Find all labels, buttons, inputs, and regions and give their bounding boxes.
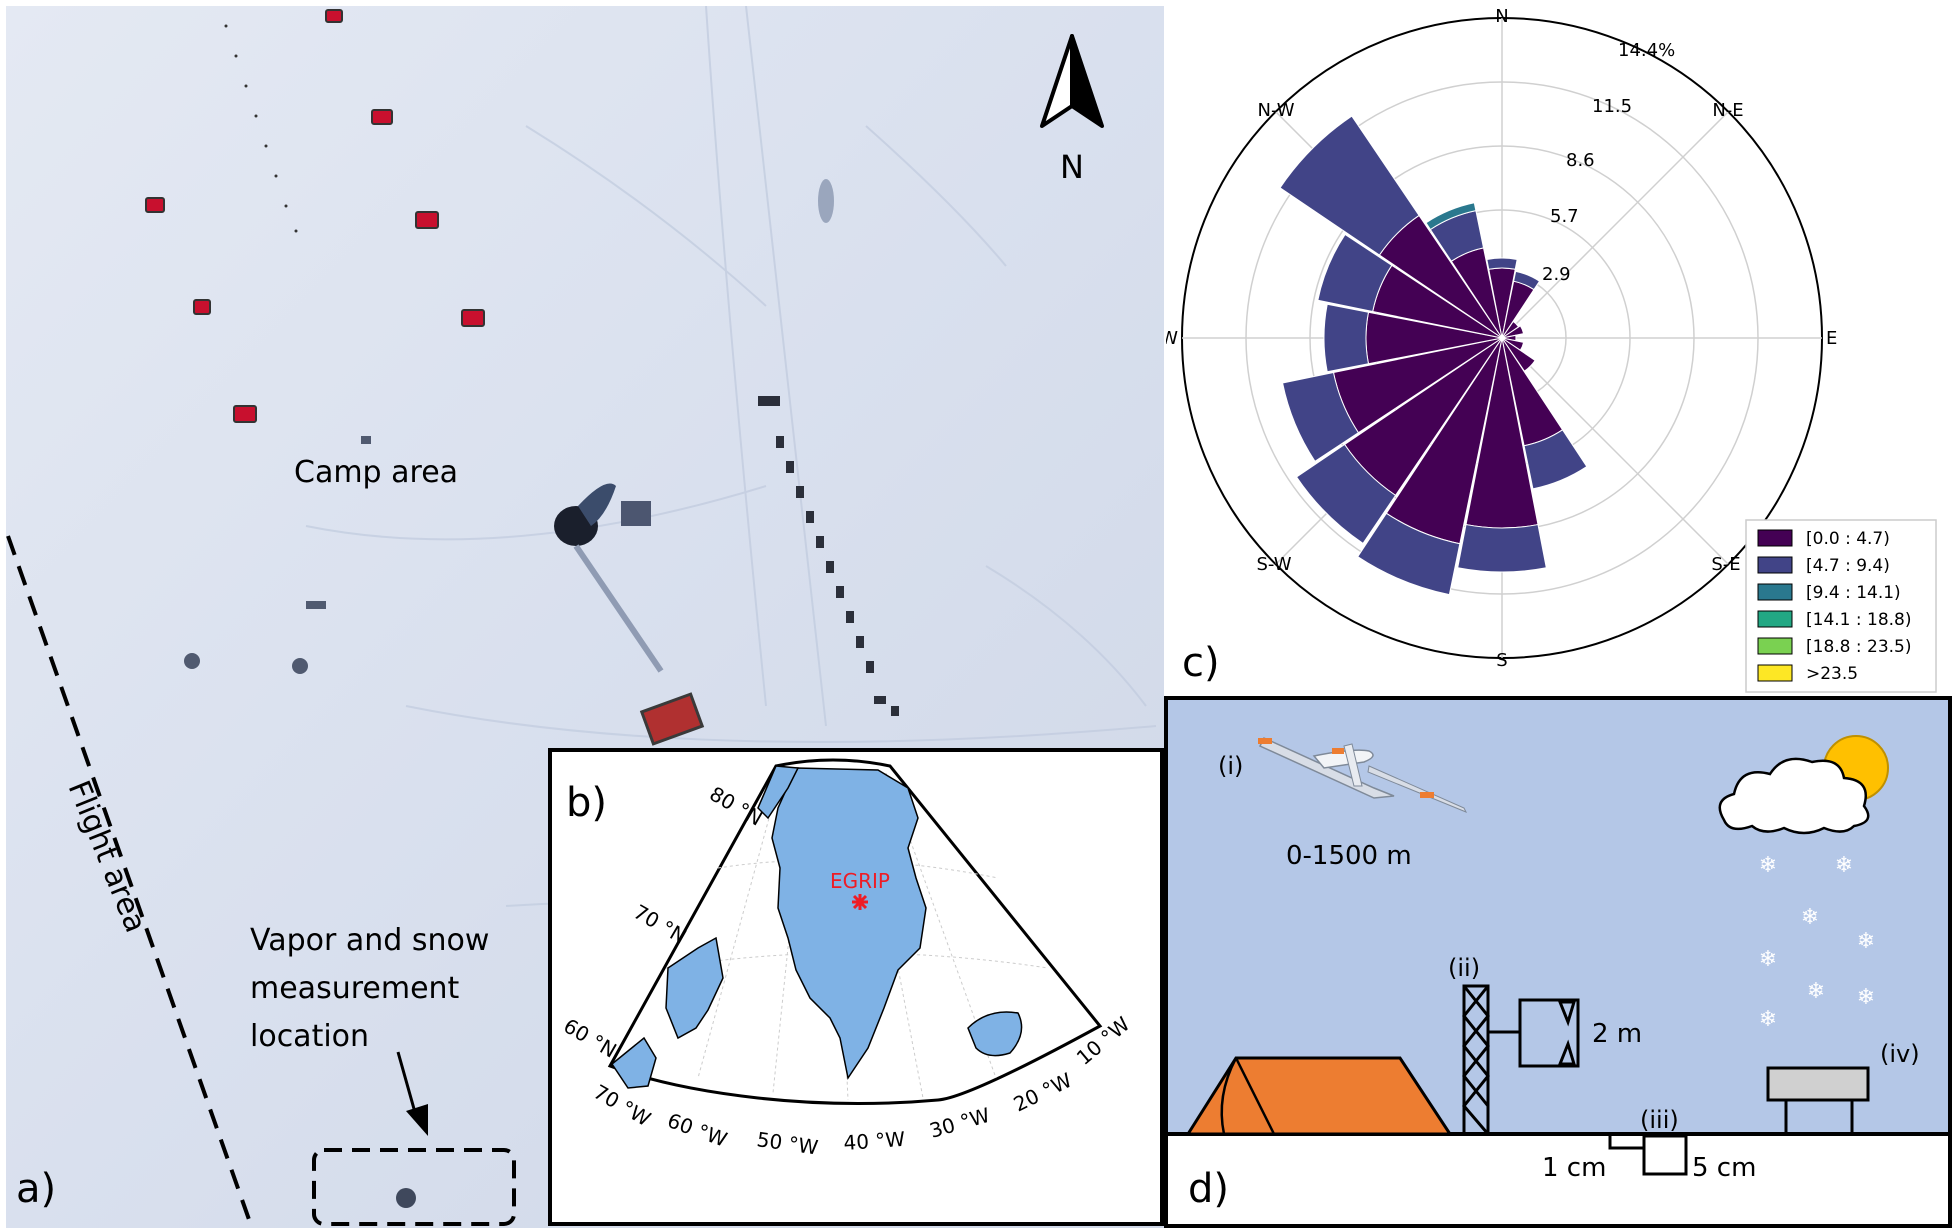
vapor-label-line2: measurement (250, 971, 460, 1006)
flag-line (224, 24, 298, 233)
greenland-land (610, 765, 1023, 1089)
uav-label: (i) (1218, 752, 1243, 780)
camp-area-label: Camp area (294, 455, 458, 490)
lon-40-label: 40 °W (843, 1127, 906, 1155)
legend-label: [14.1 : 18.8) (1806, 610, 1912, 630)
snowflake-icon: ❄ (1759, 947, 1777, 972)
wind-rose-sector (1425, 202, 1477, 231)
wind-rose-sector (1295, 443, 1397, 545)
radial-tick-5: 14.4% (1618, 40, 1675, 61)
egrip-star-icon (852, 894, 868, 910)
dir-label-n: N (1495, 6, 1508, 27)
radial-tick-2: 5.7 (1550, 206, 1579, 227)
snowflake-icon: ❄ (1857, 985, 1875, 1010)
depth-5cm-label: 5 cm (1692, 1153, 1756, 1183)
legend-label: [9.4 : 14.1) (1806, 583, 1901, 603)
red-tents (145, 9, 485, 423)
wind-speed-legend (1745, 519, 1937, 693)
schematic-panel: (i) 0-1500 m ❄ ❄ ❄ ❄ ❄ ❄ ❄ ❄ (ii) 2 m (i… (1164, 696, 1952, 1228)
snowflake-icon: ❄ (1807, 979, 1825, 1004)
cloud-icon (1718, 757, 1870, 835)
snow-sample-label: (iii) (1640, 1106, 1679, 1134)
wind-rose-sector (1357, 512, 1461, 596)
location-arrow-head (406, 1104, 428, 1136)
tent-icon (1185, 1056, 1453, 1136)
wind-rose-sector (1281, 371, 1360, 463)
uav-range-label: 0-1500 m (1286, 841, 1412, 871)
panel-b-label: b) (566, 780, 607, 826)
wind-rose-sector (1501, 325, 1525, 339)
wind-rose-sector (1513, 270, 1541, 291)
dir-label-w: W (1166, 328, 1178, 349)
map-panel: EGRIP 80 °N 70 °N 60 °N 70 °W 60 °W 50 °… (548, 748, 1164, 1226)
wind-rose-sector (1323, 303, 1370, 373)
radial-tick-1: 2.9 (1542, 264, 1571, 285)
legend-label: >23.5 (1806, 664, 1858, 684)
legend-swatch (1757, 610, 1793, 628)
snowflake-icon: ❄ (1759, 853, 1777, 878)
radial-tick-3: 8.6 (1566, 150, 1595, 171)
tower-label: (ii) (1448, 954, 1480, 982)
small-objects (184, 179, 834, 1208)
tower-icon (1462, 984, 1580, 1136)
flight-boundary-line (6, 535, 254, 1229)
radial-tick-4: 11.5 (1592, 96, 1632, 117)
legend-label: [4.7 : 9.4) (1806, 556, 1890, 576)
legend-swatch (1757, 529, 1793, 547)
vapor-label-line1: Vapor and snow (250, 923, 489, 958)
wind-rose-bars (1279, 115, 1588, 596)
egrip-label: EGRIP (830, 869, 890, 893)
north-arrow-icon (1040, 34, 1104, 128)
measurement-location-box (312, 1148, 516, 1226)
wind-rose-panel: N N-E E S-E S S-W W N-W 2.9 5.7 8.6 11.5… (1160, 0, 1954, 694)
dir-label-e: E (1826, 328, 1837, 349)
dir-label-sw: S-W (1257, 554, 1292, 575)
legend-label: [0.0 : 4.7) (1806, 529, 1890, 549)
precipitation-collector-icon (1766, 1066, 1870, 1134)
red-building (639, 692, 705, 746)
main-dome (554, 483, 664, 673)
snowflake-icon: ❄ (1835, 853, 1853, 878)
depth-1cm-label: 1 cm (1542, 1153, 1606, 1183)
snowflake-icon: ❄ (1759, 1007, 1777, 1032)
snowflake-icon: ❄ (1801, 905, 1819, 930)
snowflake-icon: ❄ (1857, 929, 1875, 954)
wind-rose-sector (1317, 233, 1393, 313)
legend-swatch (1757, 664, 1793, 682)
snow-sampler-icon (1608, 1134, 1688, 1176)
panel-a-label: a) (16, 1166, 56, 1212)
dir-label-ne: N-E (1712, 100, 1743, 121)
panel-c-label: c) (1182, 640, 1220, 686)
wind-rose-sector (1486, 257, 1518, 270)
wind-rose-sector (1279, 115, 1420, 256)
wind-rose-sector (1457, 523, 1547, 573)
dir-label-nw: N-W (1257, 100, 1294, 121)
tower-height-label: 2 m (1592, 1019, 1642, 1049)
panel-d-label: d) (1188, 1166, 1229, 1212)
uav-icon (1258, 737, 1468, 813)
legend-label: [18.8 : 23.5) (1806, 637, 1912, 657)
dir-label-s: S (1496, 650, 1507, 671)
precip-label: (iv) (1880, 1040, 1920, 1068)
wind-rose-sector (1523, 429, 1588, 490)
legend-swatch (1757, 583, 1793, 601)
dir-label-se: S-E (1711, 554, 1740, 575)
location-arrow (396, 1051, 418, 1117)
snowflakes: ❄ ❄ ❄ ❄ ❄ ❄ ❄ ❄ (1759, 853, 1875, 1032)
legend-swatch (1757, 637, 1793, 655)
vapor-label-line3: location (250, 1019, 369, 1054)
legend-swatch (1757, 556, 1793, 574)
north-label: N (1060, 148, 1084, 186)
